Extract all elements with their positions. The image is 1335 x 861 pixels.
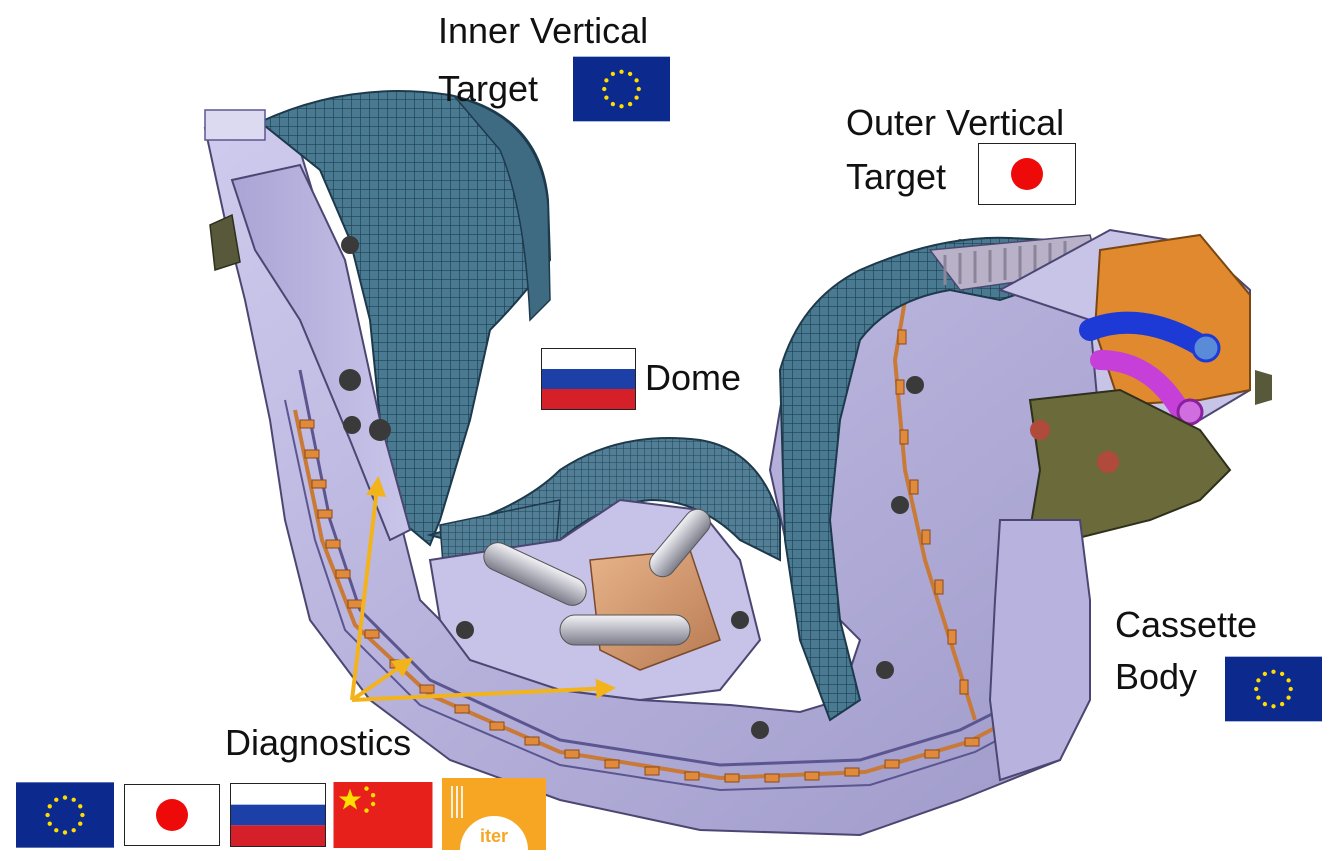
inner-vertical-target-label: Inner Vertical Target [438, 10, 649, 109]
diagnostics-label: Diagnostics [225, 722, 412, 763]
outer-vertical-target-label: Outer Vertical Target [846, 102, 1065, 197]
olive-bracket [1028, 388, 1232, 562]
russia-flag-icon [541, 348, 636, 410]
russia-flag-icon [230, 783, 326, 847]
japan-flag-icon [124, 784, 220, 846]
iter-logo-icon: iter [442, 778, 546, 850]
diagnostics-arrows [350, 476, 616, 702]
iter-logo-text: iter [479, 826, 508, 846]
cassette-body-label: Cassette Body [1115, 604, 1258, 697]
japan-flag-icon [978, 143, 1076, 205]
eu-flag-icon [1225, 656, 1322, 722]
dome-label: Dome [645, 357, 742, 398]
eu-flag-icon [16, 782, 114, 848]
eu-flag-icon [573, 56, 670, 122]
china-flag-icon [333, 782, 433, 848]
inner-vertical-target-tiles [258, 90, 552, 547]
